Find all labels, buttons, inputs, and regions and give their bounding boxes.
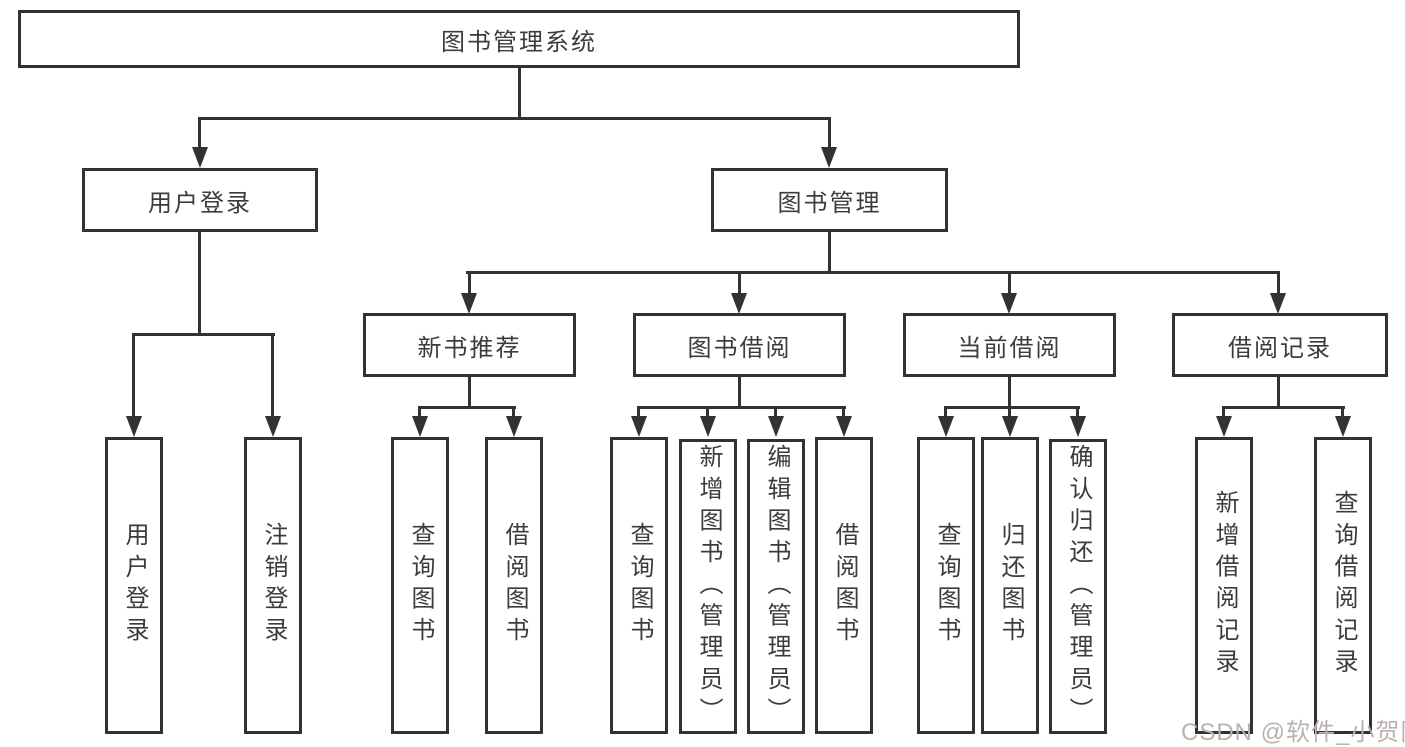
arrow-down-icon bbox=[1335, 416, 1351, 437]
leaf-query-books: 查询图书 bbox=[391, 437, 449, 734]
connector-line bbox=[738, 271, 741, 296]
connector-line bbox=[512, 406, 515, 418]
connector-line bbox=[271, 333, 274, 418]
connector-line bbox=[1076, 406, 1079, 418]
arrow-down-icon bbox=[506, 416, 522, 437]
leaf-edit-books-admin: 编辑图书（管理员） bbox=[747, 439, 805, 734]
node-borrowing-records: 借阅记录 bbox=[1172, 313, 1388, 377]
node-book-management: 图书管理 bbox=[711, 168, 948, 232]
node-new-book-recommend: 新书推荐 bbox=[363, 313, 576, 377]
arrow-down-icon bbox=[1216, 416, 1232, 437]
arrow-down-icon bbox=[631, 416, 647, 437]
connector-line bbox=[774, 406, 777, 418]
arrow-down-icon bbox=[1270, 293, 1286, 314]
leaf-logout: 注销登录 bbox=[244, 437, 302, 734]
connector-line bbox=[1008, 406, 1011, 418]
connector-line bbox=[466, 271, 1280, 274]
arrow-down-icon bbox=[1002, 416, 1018, 437]
node-user-login: 用户登录 bbox=[82, 168, 318, 232]
node-book-management-system: 图书管理系统 bbox=[18, 10, 1020, 68]
connector-line bbox=[1008, 377, 1011, 409]
arrow-down-icon bbox=[1001, 293, 1017, 314]
arrow-down-icon bbox=[836, 416, 852, 437]
arrow-down-icon bbox=[192, 147, 208, 168]
connector-line bbox=[132, 333, 135, 418]
connector-line bbox=[1277, 271, 1280, 296]
connector-line bbox=[944, 406, 1080, 409]
connector-line bbox=[418, 406, 421, 418]
connector-line bbox=[637, 406, 846, 409]
connector-line bbox=[518, 68, 521, 118]
connector-line bbox=[1341, 406, 1344, 418]
arrow-down-icon bbox=[731, 293, 747, 314]
connector-line bbox=[842, 406, 845, 418]
connector-line bbox=[706, 406, 709, 418]
node-book-borrowing: 图书借阅 bbox=[633, 313, 846, 377]
leaf-query-books: 查询图书 bbox=[610, 437, 668, 734]
arrow-down-icon bbox=[265, 416, 281, 437]
connector-line bbox=[1008, 271, 1011, 296]
arrow-down-icon bbox=[1070, 416, 1086, 437]
connector-line bbox=[944, 406, 947, 418]
arrow-down-icon bbox=[461, 293, 477, 314]
connector-line bbox=[198, 232, 201, 336]
leaf-confirm-return-admin: 确认归还（管理员） bbox=[1049, 439, 1107, 734]
connector-line bbox=[198, 117, 201, 150]
leaf-query-borrow-record: 查询借阅记录 bbox=[1314, 437, 1372, 734]
arrow-down-icon bbox=[821, 147, 837, 168]
arrow-down-icon bbox=[938, 416, 954, 437]
connector-line bbox=[828, 117, 831, 150]
leaf-borrow-books: 借阅图书 bbox=[485, 437, 543, 734]
connector-line bbox=[1222, 406, 1345, 409]
leaf-add-borrow-record: 新增借阅记录 bbox=[1195, 437, 1253, 734]
leaf-user-login: 用户登录 bbox=[105, 437, 163, 734]
arrow-down-icon bbox=[126, 416, 142, 437]
arrow-down-icon bbox=[412, 416, 428, 437]
connector-line bbox=[637, 406, 640, 418]
connector-line bbox=[828, 232, 831, 274]
connector-line bbox=[468, 377, 471, 409]
connector-line bbox=[1277, 377, 1280, 409]
connector-line bbox=[198, 117, 831, 120]
connector-line bbox=[418, 406, 516, 409]
leaf-add-books-admin: 新增图书（管理员） bbox=[679, 439, 737, 734]
connector-line bbox=[132, 333, 275, 336]
arrow-down-icon bbox=[700, 416, 716, 437]
node-current-borrowing: 当前借阅 bbox=[903, 313, 1116, 377]
leaf-return-books: 归还图书 bbox=[981, 437, 1039, 734]
connector-line bbox=[1222, 406, 1225, 418]
watermark: CSDN @软件_小贺同学 bbox=[1181, 719, 1405, 746]
arrow-down-icon bbox=[768, 416, 784, 437]
leaf-borrow-books: 借阅图书 bbox=[815, 437, 873, 734]
connector-line bbox=[468, 271, 471, 296]
connector-line bbox=[738, 377, 741, 409]
leaf-query-books: 查询图书 bbox=[917, 437, 975, 734]
